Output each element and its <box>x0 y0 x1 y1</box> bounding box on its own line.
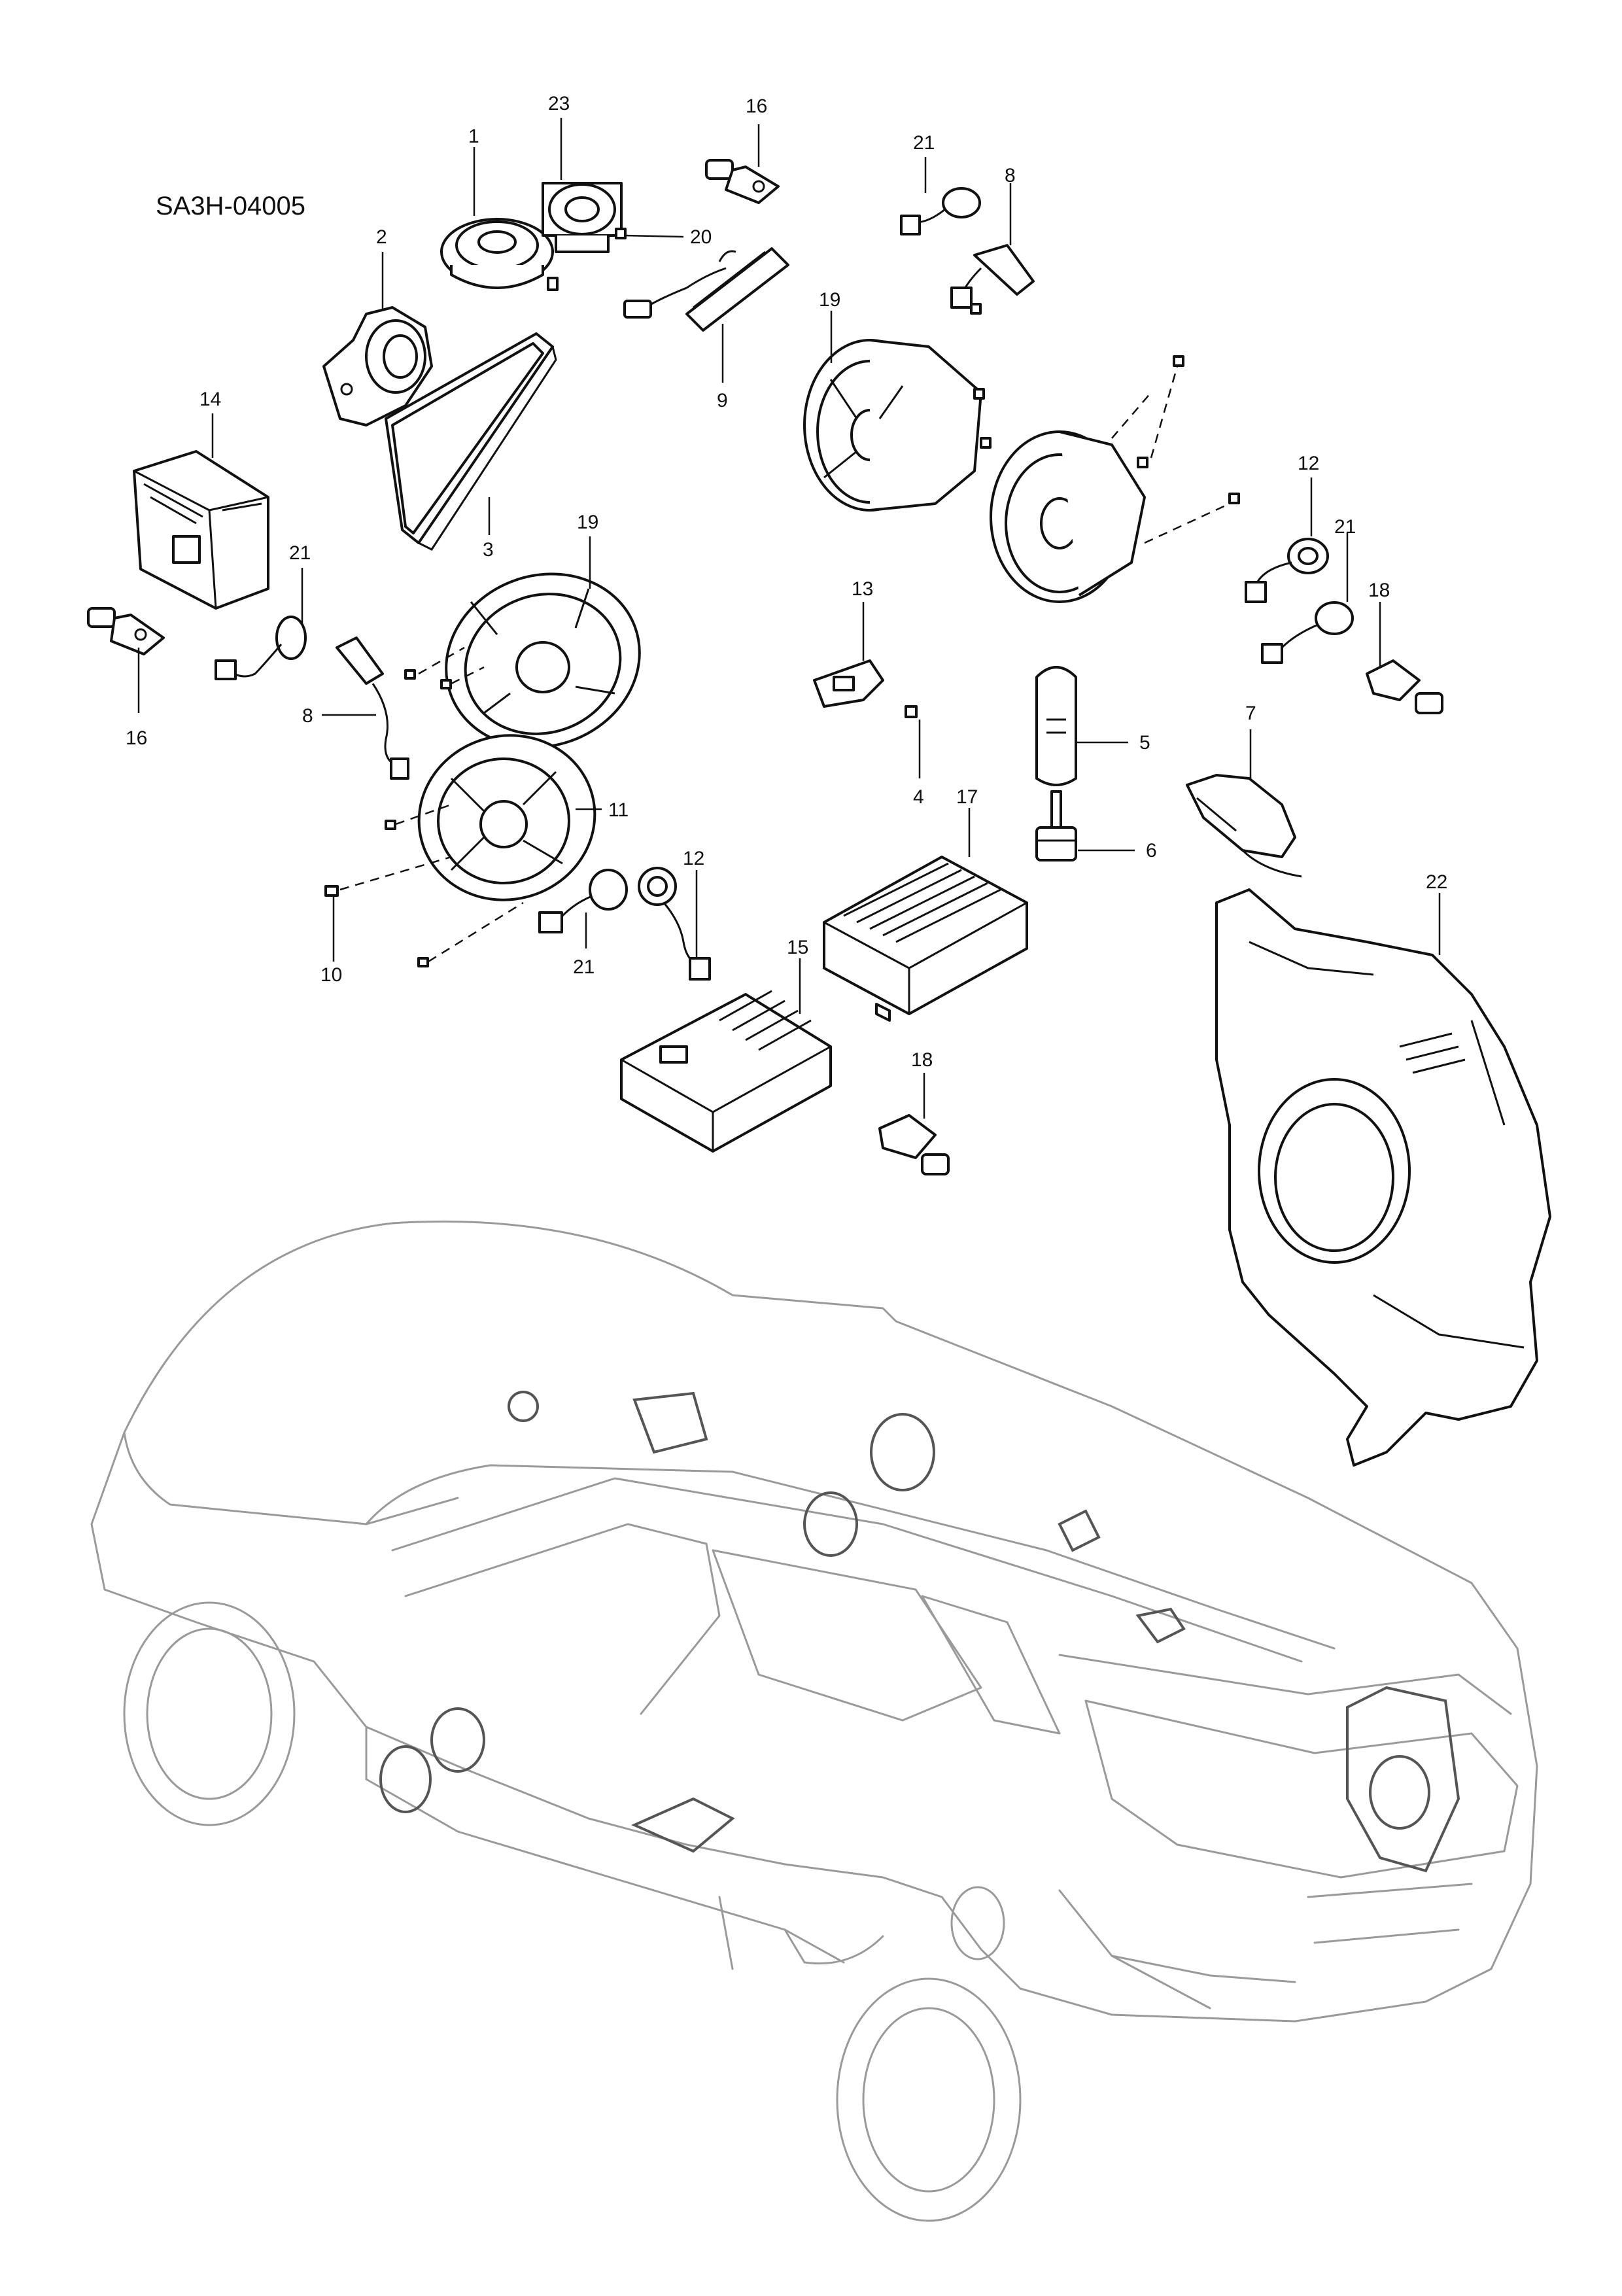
part-19-woofer-far-right <box>990 366 1230 603</box>
callout-22: 22 <box>1426 871 1447 893</box>
callout-16-left: 16 <box>126 727 147 749</box>
part-12-tweeter-right <box>1245 538 1329 603</box>
callout-13: 13 <box>852 578 873 600</box>
callout-7: 7 <box>1245 703 1256 724</box>
callout-9: 9 <box>717 390 728 411</box>
part-12-tweeter-mid <box>638 867 711 981</box>
callout-6: 6 <box>1146 840 1157 861</box>
callout-19-right: 19 <box>819 289 840 311</box>
callout-labels: 1 23 16 20 9 2 3 14 21 16 8 19 21 8 19 1… <box>126 93 1447 1071</box>
callout-21-top: 21 <box>913 132 935 154</box>
callout-8-left: 8 <box>302 705 313 727</box>
callout-20: 20 <box>690 226 712 248</box>
callout-14: 14 <box>199 389 221 410</box>
part-8-harness-top-right <box>950 244 1035 309</box>
callout-10: 10 <box>320 964 342 986</box>
part-5-microphone <box>1035 666 1077 786</box>
part-19-woofer-right <box>803 339 982 512</box>
callout-17: 17 <box>956 786 978 808</box>
callout-21-mid: 21 <box>573 956 595 978</box>
callout-18-mid: 18 <box>911 1049 933 1071</box>
callout-12-mid: 12 <box>683 848 704 869</box>
leader-lines <box>137 118 1441 1119</box>
part-19-woofer-left <box>445 572 641 749</box>
callout-11: 11 <box>608 799 629 821</box>
part-13-bracket <box>813 659 918 718</box>
part-18-sensor-mid <box>878 1114 950 1175</box>
callout-12-right: 12 <box>1298 453 1319 474</box>
part-14-head-unit <box>133 450 269 610</box>
part-16-sensor-plate-left <box>87 607 165 655</box>
callout-16-top: 16 <box>746 96 767 117</box>
part-22-subwoofer-enclosure <box>1215 888 1551 1467</box>
part-10-screw <box>324 885 339 897</box>
part-21-tweeter-top-right <box>900 187 981 235</box>
part-6-base <box>1035 790 1077 861</box>
callout-5: 5 <box>1139 732 1150 754</box>
part-23-midrange-speaker <box>542 182 627 291</box>
part-2-speaker-bracket <box>322 306 433 426</box>
callout-4: 4 <box>913 786 924 808</box>
part-9-module-with-harness <box>623 247 789 332</box>
part-7-shark-fin-antenna <box>1186 774 1302 878</box>
part-17-amplifier <box>823 856 1028 1022</box>
part-21-tweeter-harness-mid <box>538 869 628 933</box>
callout-23: 23 <box>548 93 570 114</box>
callout-3: 3 <box>483 539 494 561</box>
part-1-tweeter-speaker <box>440 218 554 289</box>
part-18-sensor-right <box>1366 659 1443 714</box>
callout-1: 1 <box>468 126 479 147</box>
part-16-sensor-plate-top <box>705 159 780 204</box>
part-11-woofer <box>417 734 596 901</box>
callout-2: 2 <box>376 226 387 248</box>
installed-components <box>379 1391 1460 1873</box>
part-21-tweeter-right <box>1261 601 1354 664</box>
part-15-amplifier <box>620 990 832 1153</box>
callout-15: 15 <box>787 937 808 958</box>
callout-18-right: 18 <box>1368 580 1390 601</box>
vehicle-outline <box>90 1220 1538 2222</box>
callout-21-left: 21 <box>289 542 311 564</box>
part-8-harness-left <box>336 636 409 780</box>
callout-21-right: 21 <box>1334 516 1356 538</box>
part-21-tweeter-harness-left <box>215 616 307 680</box>
diagram-code: SA3H-04005 <box>156 192 305 220</box>
callout-8-top: 8 <box>1005 165 1016 186</box>
part-3-display-screen <box>385 332 557 551</box>
callout-19-left: 19 <box>577 512 598 533</box>
mounting-screws <box>339 303 1240 967</box>
